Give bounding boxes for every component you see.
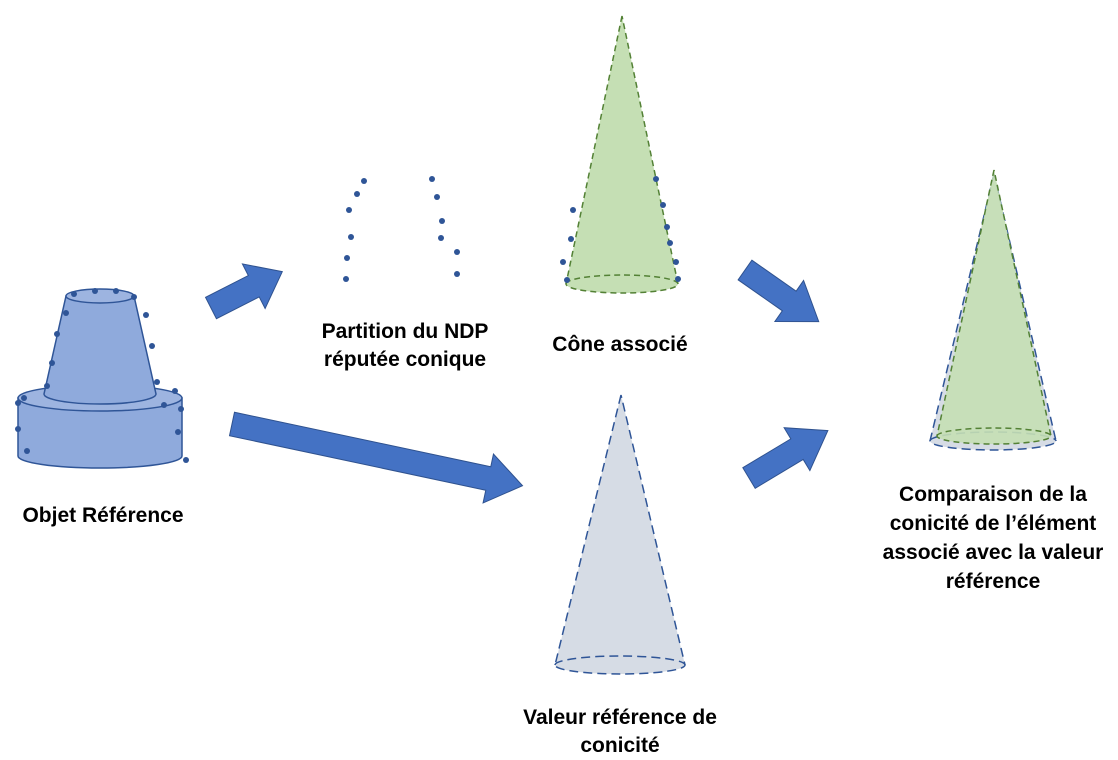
comparison-label-line-2: conicité de l’élément xyxy=(889,512,1097,535)
arrow-cone-to-comparison xyxy=(737,259,820,323)
comparison-label-line-4: référence xyxy=(945,570,1041,593)
partition-label: Partition du NDP réputée conique xyxy=(290,318,520,374)
associated-cone-points xyxy=(560,176,681,283)
reference-value-label-line-1: Valeur référence de xyxy=(523,706,717,729)
reference-value-label: Valeur référence de conicité xyxy=(490,704,750,760)
associated-cone-label: Cône associé xyxy=(520,331,720,359)
arrow-object-to-reference-value xyxy=(228,411,524,504)
reference-object-shape xyxy=(17,288,183,469)
partition-label-line-2: réputée conique xyxy=(323,348,487,371)
partition-point-cloud xyxy=(343,176,460,282)
reference-value-cone-shape xyxy=(554,394,686,675)
partition-label-line-1: Partition du NDP xyxy=(321,320,489,343)
comparison-label: Comparaison de la conicité de l’élément … xyxy=(868,480,1118,596)
associated-cone-label-line-1: Cône associé xyxy=(552,333,688,356)
comparison-label-line-1: Comparaison de la xyxy=(899,483,1087,506)
associated-cone-shape xyxy=(565,15,679,294)
reference-value-label-line-2: conicité xyxy=(580,734,660,757)
arrow-object-to-partition xyxy=(204,263,284,320)
comparison-label-line-3: associé avec la valeur xyxy=(882,541,1104,564)
reference-object-label-line-1: Objet Référence xyxy=(22,504,184,527)
reference-object-label: Objet Référence xyxy=(0,502,206,530)
arrow-reference-value-to-comparison xyxy=(742,427,829,489)
reference-object-points xyxy=(15,288,189,463)
comparison-cone-shape xyxy=(929,169,1057,451)
